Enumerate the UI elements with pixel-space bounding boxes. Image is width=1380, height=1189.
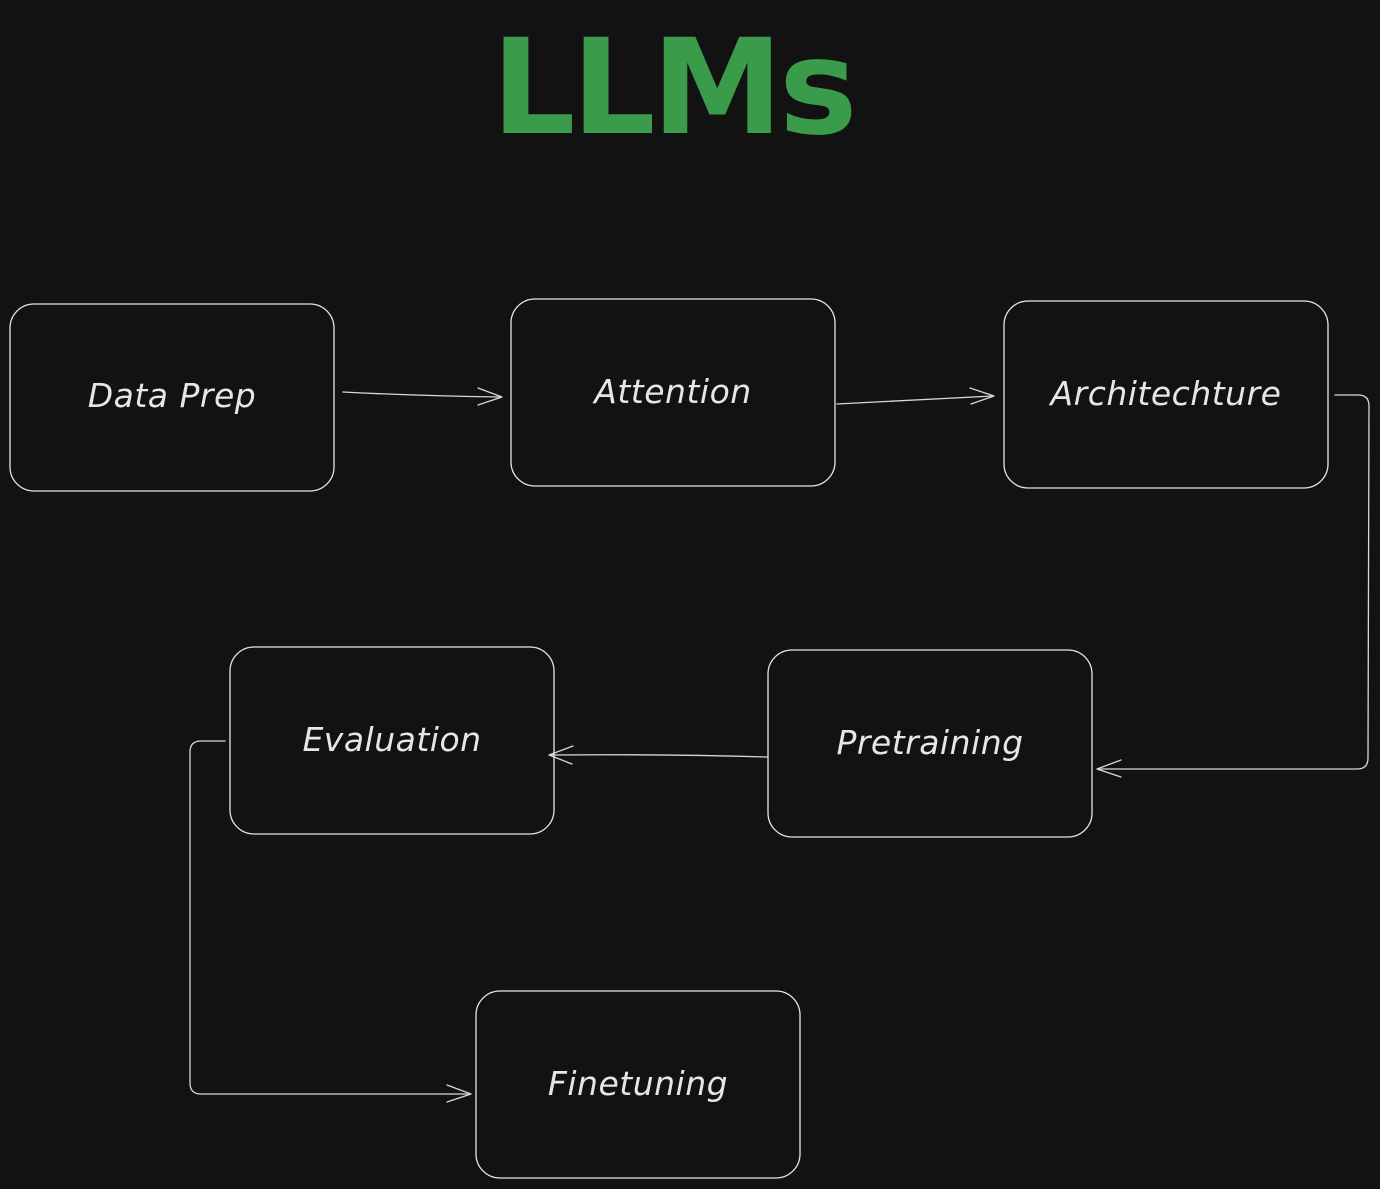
node-data-prep[interactable]: Data Prep bbox=[9, 303, 335, 492]
edge-attention-to-architechture bbox=[836, 387, 995, 405]
nodes: Data Prep Attention Architechture Pretra… bbox=[9, 298, 1329, 1179]
edge-evaluation-to-finetuning bbox=[189, 740, 472, 1103]
edge-architechture-to-pretraining bbox=[1096, 394, 1370, 778]
node-label-architechture: Architechture bbox=[1049, 374, 1282, 413]
edges bbox=[189, 387, 1370, 1103]
node-attention[interactable]: Attention bbox=[510, 298, 836, 487]
node-label-evaluation: Evaluation bbox=[302, 720, 481, 759]
node-label-attention: Attention bbox=[592, 372, 751, 411]
node-architechture[interactable]: Architechture bbox=[1003, 300, 1329, 489]
edge-pretraining-to-evaluation bbox=[548, 745, 768, 765]
node-pretraining[interactable]: Pretraining bbox=[767, 649, 1093, 838]
node-label-pretraining: Pretraining bbox=[836, 723, 1023, 762]
node-finetuning[interactable]: Finetuning bbox=[475, 990, 801, 1179]
node-evaluation[interactable]: Evaluation bbox=[229, 646, 555, 835]
node-label-data-prep: Data Prep bbox=[88, 376, 257, 415]
diagram-title: LLMs bbox=[491, 11, 857, 165]
node-label-finetuning: Finetuning bbox=[548, 1064, 728, 1103]
edge-data-prep-to-attention bbox=[342, 387, 503, 406]
